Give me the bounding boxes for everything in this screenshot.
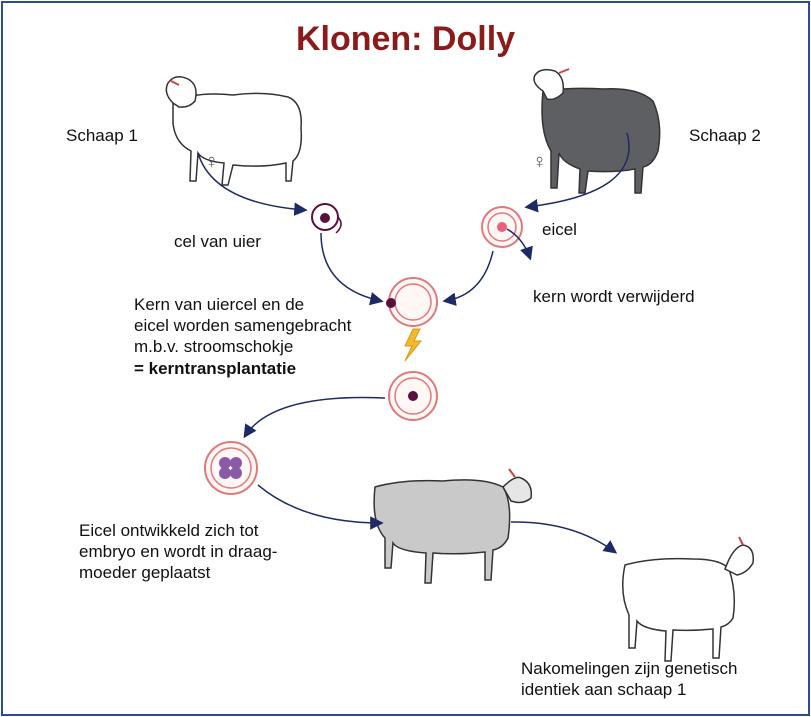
label-fusion-result: = kerntransplantatie (134, 358, 296, 379)
label-offspring-line-2: identiek aan schaap 1 (521, 679, 686, 700)
white-sheep-icon (166, 77, 301, 185)
female-symbol-sheep-1: ♀ (204, 151, 219, 174)
diagram-title: Klonen: Dolly (3, 20, 808, 59)
lightning-bolt-icon (405, 329, 421, 361)
label-fusion-line-3: m.b.v. stroomschokje (134, 336, 293, 357)
label-offspring-line-1: Nakomelingen zijn genetisch (521, 658, 737, 679)
label-sheep-2: Schaap 2 (689, 125, 761, 146)
label-udder-cell: cel van uier (174, 231, 261, 252)
arrow-udder-cell-to-fusion (321, 233, 381, 301)
diagram-graphics (3, 3, 808, 714)
white-lamb-icon (623, 537, 754, 661)
label-nucleus-removed: kern wordt verwijderd (533, 286, 695, 307)
egg-cell (482, 207, 522, 247)
embryo-cell (205, 442, 257, 494)
female-symbol-sheep-2: ♀ (532, 151, 547, 174)
dark-sheep-icon (534, 69, 660, 193)
arrow-surrogate-to-offspring (511, 522, 615, 552)
label-embryo-line-1: Eicel ontwikkeld zich tot (79, 520, 259, 541)
arrow-egg-cell-to-fusion (445, 251, 493, 301)
udder-cell (312, 204, 341, 233)
label-fusion-line-1: Kern van uiercel en de (134, 294, 304, 315)
fused-cell (386, 278, 437, 326)
arrow-embryo-to-surrogate (258, 485, 381, 523)
grey-sheep-icon (374, 469, 531, 583)
label-embryo-line-2: embryo en wordt in draag- (79, 541, 277, 562)
label-fusion-line-2: eicel worden samengebracht (134, 315, 351, 336)
label-embryo-line-3: moeder geplaatst (79, 562, 210, 583)
reconstructed-cell (389, 372, 437, 420)
label-egg-cell: eicel (542, 219, 577, 240)
arrow-cell-to-embryo (245, 397, 385, 436)
label-sheep-1: Schaap 1 (66, 125, 138, 146)
